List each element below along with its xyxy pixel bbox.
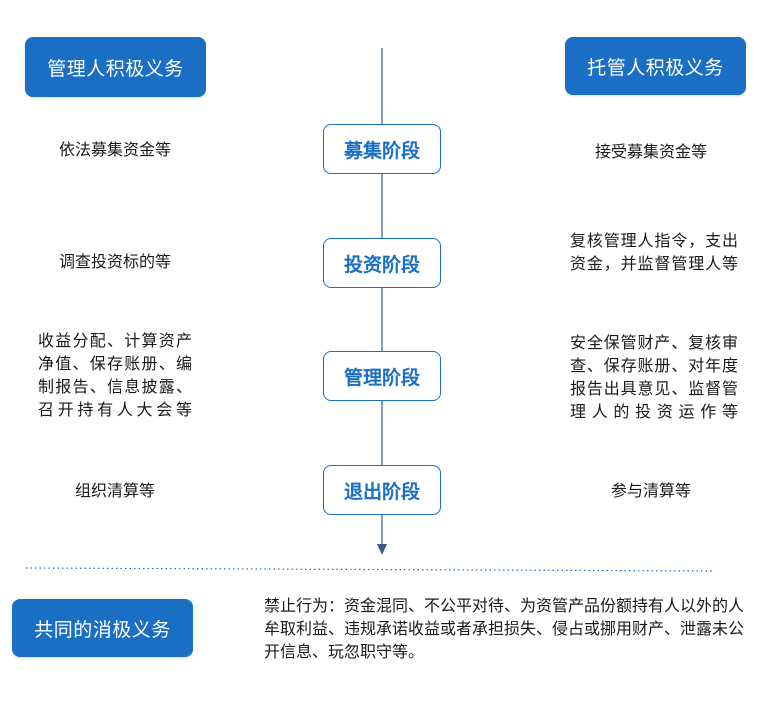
stage-exit: 退出阶段 [323, 465, 441, 515]
prohibited-actions-text: 禁止行为：资金混同、不公平对待、为资管产品份额持有人以外的人牟取利益、违规承诺收… [264, 596, 745, 661]
timeline-arrow-head [377, 544, 387, 555]
manager-duty-fundraising: 依法募集资金等 [58, 140, 171, 159]
manager-header: 管理人积极义务 [25, 37, 206, 97]
custodian-duty-investment: 复核管理人指令，支出资金，并监督管理人等 [570, 231, 738, 273]
manager-duty-exit: 组织清算等 [74, 481, 155, 500]
common-duty-header: 共同的消极义务 [12, 599, 193, 657]
custodian-header: 托管人积极义务 [565, 37, 746, 95]
custodian-duty-management: 安全保管财产、复核审查、保存账册、对年度报告出具意见、监督管理人的投资运作等 [570, 333, 738, 421]
manager-duty-investment: 调查投资标的等 [58, 252, 171, 271]
manager-duty-management: 收益分配、计算资产净值、保存账册、编制报告、信息披露、召开持有人大会等 [38, 331, 192, 419]
stage-investment: 投资阶段 [323, 238, 441, 288]
custodian-duty-fundraising: 接受募集资金等 [594, 142, 707, 161]
section-divider [25, 567, 715, 572]
stage-fundraising: 募集阶段 [323, 124, 441, 174]
stage-management: 管理阶段 [323, 351, 441, 401]
custodian-duty-exit: 参与清算等 [610, 481, 691, 500]
